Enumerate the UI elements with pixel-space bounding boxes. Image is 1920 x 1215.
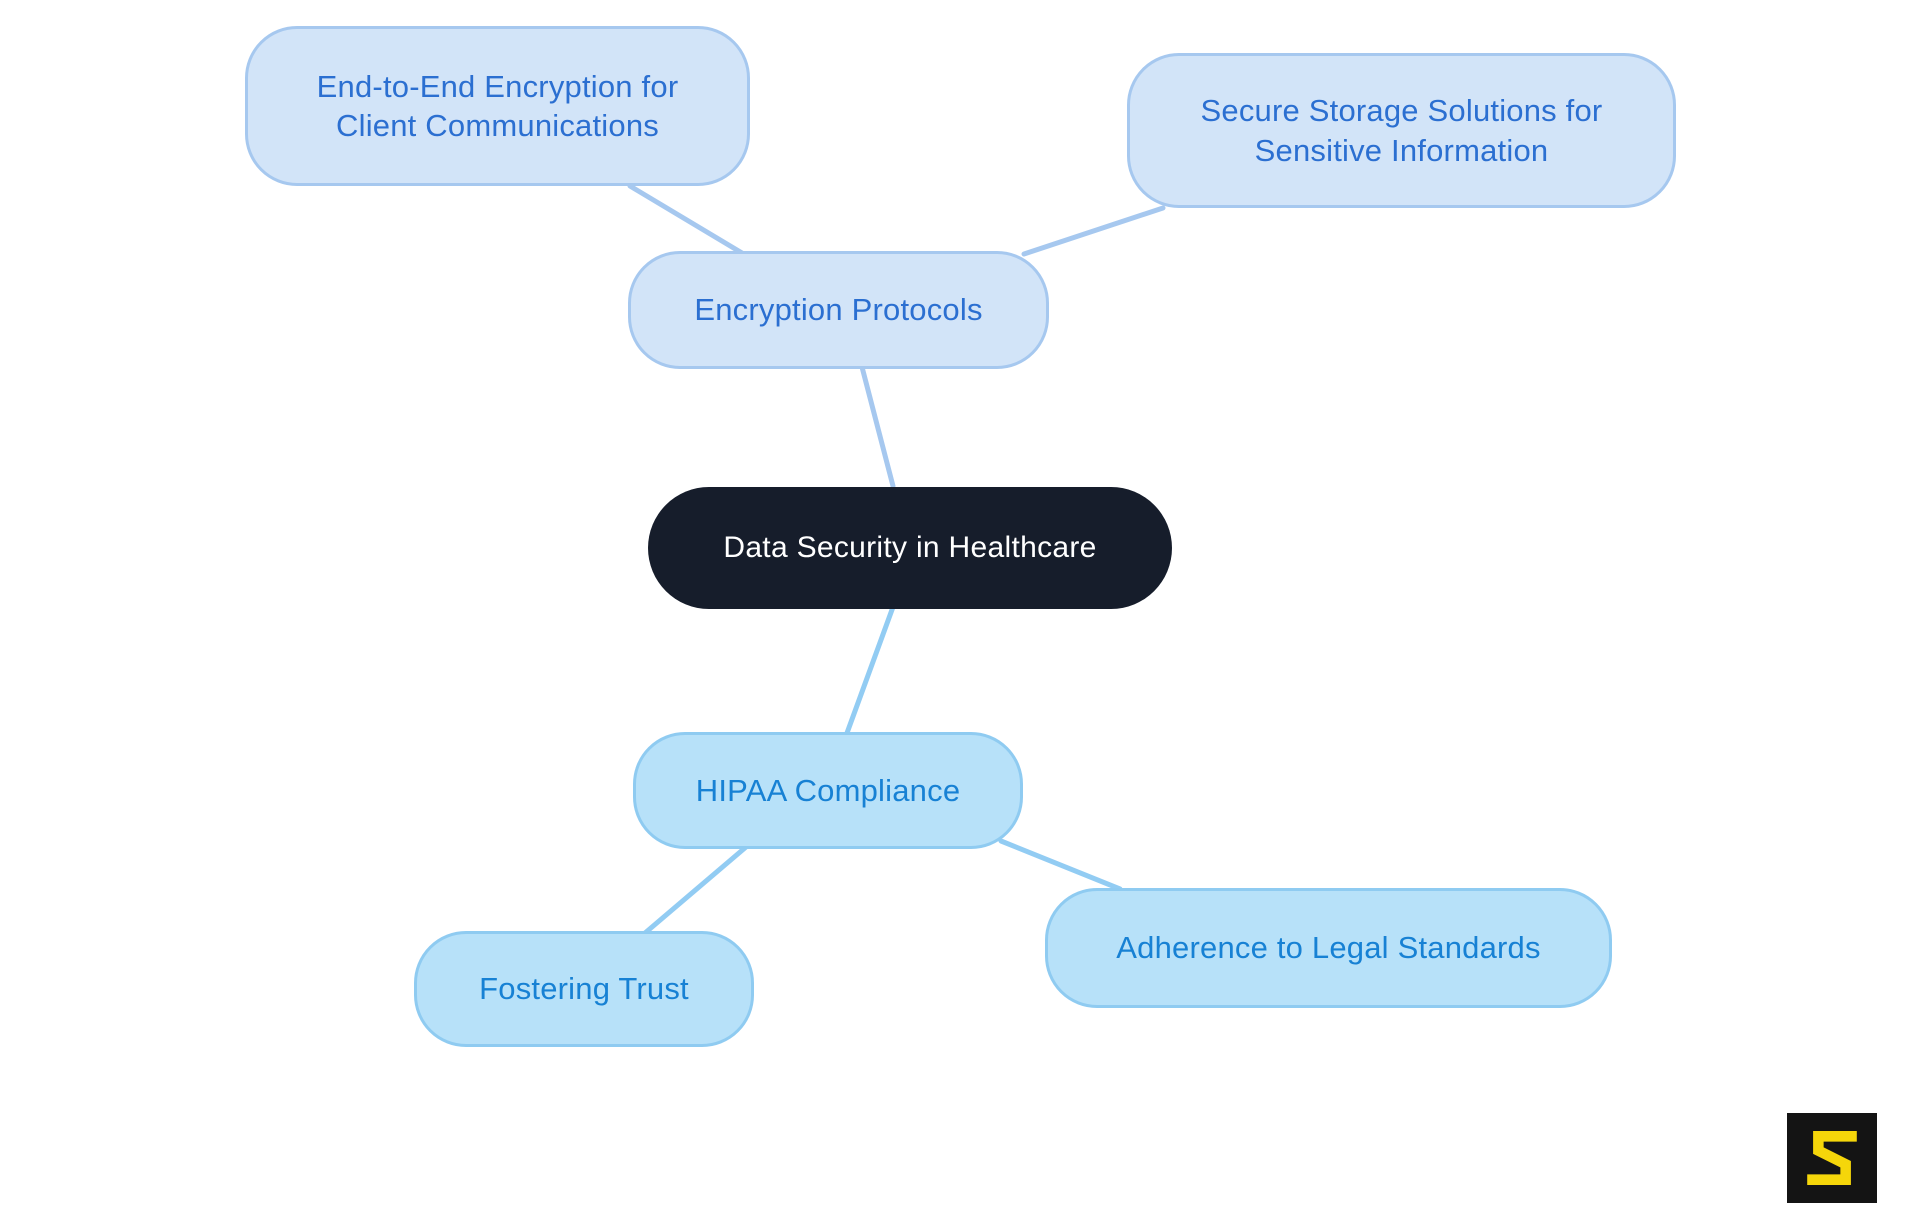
edge-central-to-hipaa: [844, 604, 896, 736]
node-hipaa-compliance[interactable]: HIPAA Compliance: [633, 732, 1023, 849]
edge-hipaa-to-trust: [642, 844, 749, 936]
node-label: Fostering Trust: [479, 971, 689, 1007]
node-label: Encryption Protocols: [694, 292, 983, 328]
edge-encryption-to-central: [859, 364, 896, 489]
edge-e2e-to-encryption: [627, 183, 745, 256]
logo-s-icon: [1807, 1131, 1857, 1185]
edge-storage-to-encryption: [1021, 205, 1166, 257]
node-label: End-to-End Encryption for Client Communi…: [316, 68, 679, 143]
node-label: Data Security in Healthcare: [723, 531, 1097, 565]
node-label: Adherence to Legal Standards: [1116, 930, 1541, 966]
node-end-to-end-encryption[interactable]: End-to-End Encryption for Client Communi…: [245, 26, 750, 186]
node-central-topic[interactable]: Data Security in Healthcare: [648, 487, 1172, 609]
node-secure-storage[interactable]: Secure Storage Solutions for Sensitive I…: [1127, 53, 1676, 208]
brand-logo: [1787, 1113, 1877, 1203]
node-encryption-protocols[interactable]: Encryption Protocols: [628, 251, 1049, 369]
node-fostering-trust[interactable]: Fostering Trust: [414, 931, 754, 1047]
node-adherence-legal-standards[interactable]: Adherence to Legal Standards: [1045, 888, 1612, 1008]
node-label: Secure Storage Solutions for Sensitive I…: [1200, 93, 1603, 168]
edge-hipaa-to-legal: [998, 838, 1123, 892]
node-label: HIPAA Compliance: [695, 772, 961, 808]
